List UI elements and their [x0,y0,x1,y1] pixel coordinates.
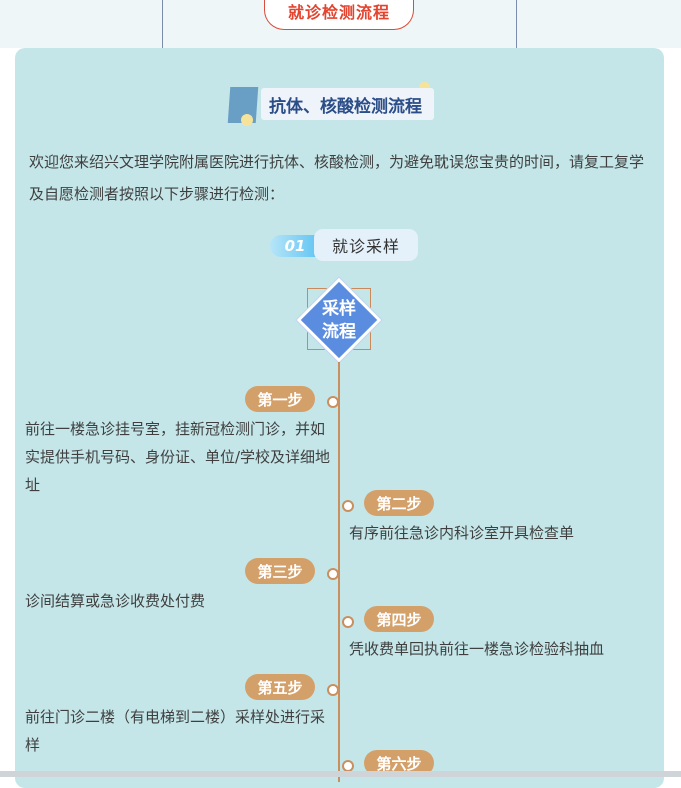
step-header: 01 就诊采样 [270,229,420,261]
timeline-line [338,362,340,782]
step-label-5: 第五步 [245,674,315,700]
timeline-node [327,684,339,696]
step-text-2: 有序前往急诊内科诊室开具检查单 [349,524,575,542]
section-title: 抗体、核酸检测流程 [227,82,459,126]
top-divider-left [162,0,163,48]
timeline-node [342,616,354,628]
decor-dot [241,114,253,126]
step-label-2: 第二步 [364,490,434,516]
section-title-label: 抗体、核酸检测流程 [261,88,434,120]
step-label-1: 第一步 [245,386,315,412]
decor-dot [419,82,430,93]
step-text-5: 前往门诊二楼（有电梯到二楼）采样处进行采样 [25,708,326,754]
intro-text: 欢迎您来绍兴文理学院附属医院进行抗体、核酸检测，为避免耽误您宝贵的时间，请复工复… [29,153,645,203]
timeline-node [342,500,354,512]
timeline-node [327,396,339,408]
step-text-1: 前往一楼急诊挂号室，挂新冠检测门诊，并如实提供手机号码、身份证、单位/学校及详细… [25,420,331,494]
step-label-4: 第四步 [364,606,434,632]
page-title: 就诊检测流程 [264,0,414,30]
step-label-3: 第三步 [245,558,315,584]
step-text-3: 诊间结算或急诊收费处付费 [25,592,206,610]
step-header-label: 就诊采样 [314,229,418,261]
flow-title-label: 采样流程 [322,299,356,342]
bottom-strip [0,771,681,777]
step-text-4: 凭收费单回执前往一楼急诊检验科抽血 [349,640,605,658]
step-number-badge: 01 [270,235,320,257]
flow-title-text: 采样流程 [306,296,372,346]
top-divider-right [516,0,517,48]
timeline-node [327,568,339,580]
